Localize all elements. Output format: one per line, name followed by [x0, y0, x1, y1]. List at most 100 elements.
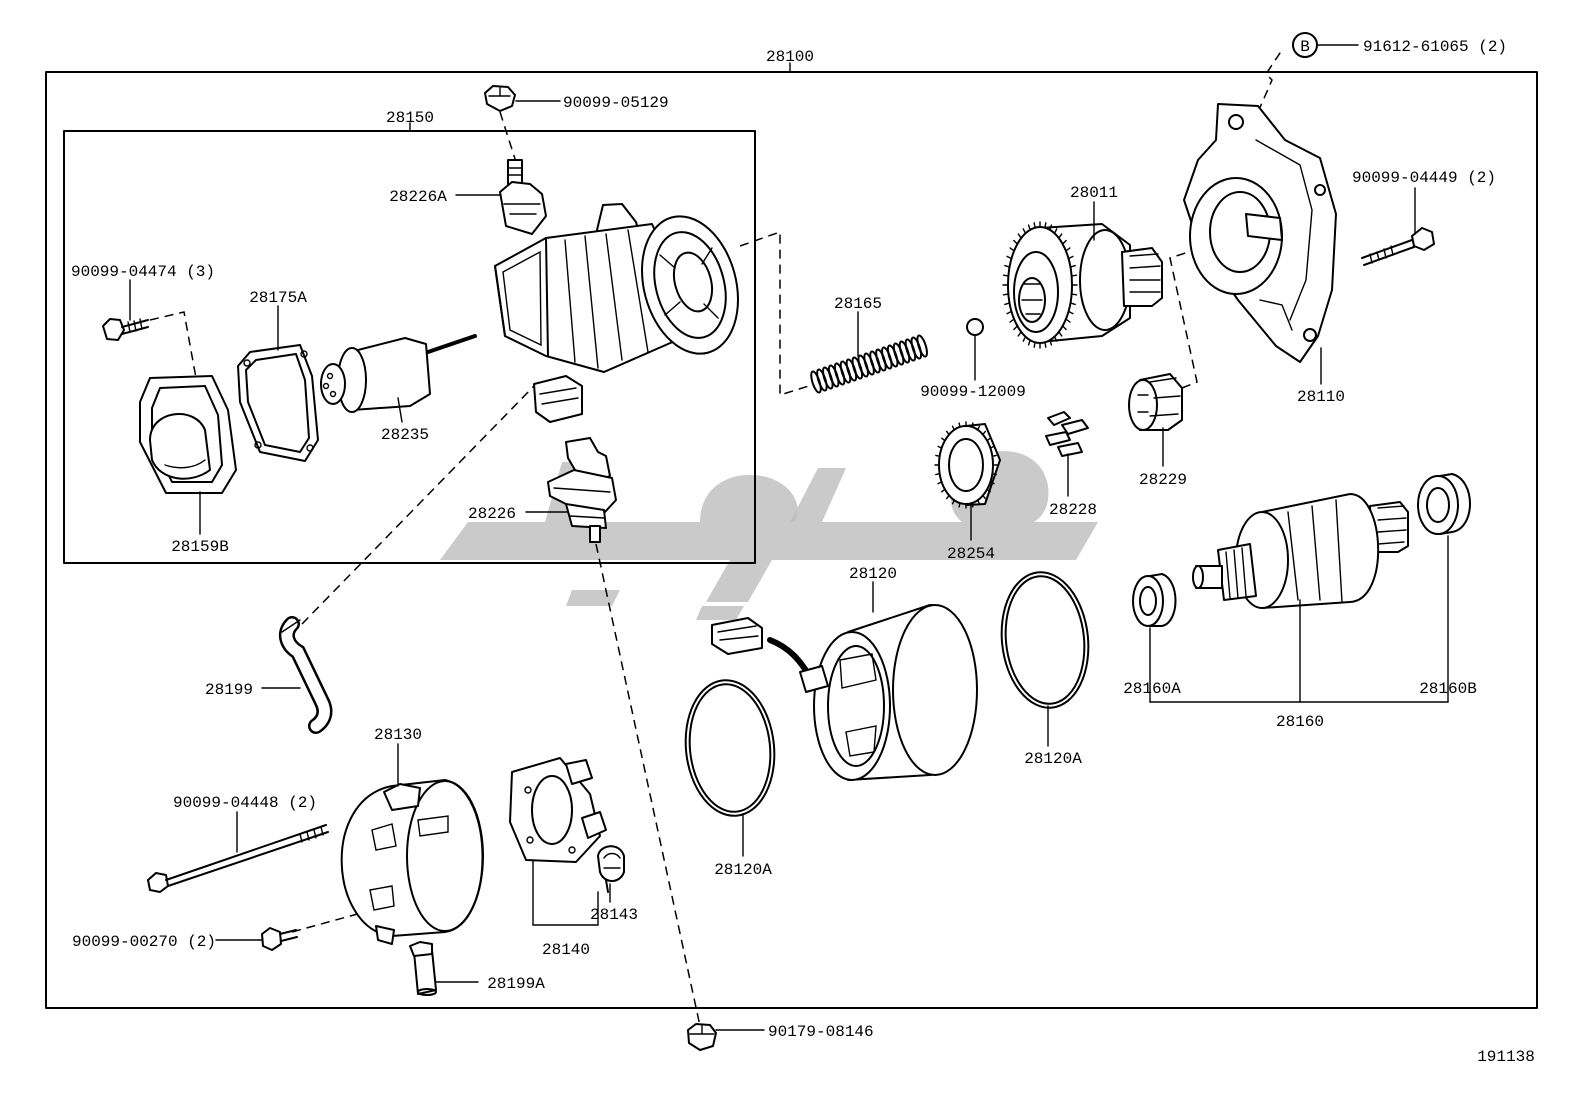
gear-tooth: [1070, 293, 1078, 296]
assembly-28100-frame: [45, 71, 1538, 1009]
label-28226A: 28226A: [389, 188, 447, 206]
gear-tooth: [1027, 224, 1031, 231]
gear-tooth: [937, 445, 943, 449]
gear-tooth: [986, 437, 991, 442]
gear-tooth: [1067, 310, 1074, 315]
label-28229: 28229: [1139, 471, 1187, 489]
gear-tooth: [1004, 302, 1011, 306]
spring-coil: [886, 344, 899, 368]
label-90099-04448: 90099-04448 (2): [173, 794, 317, 812]
gear-tooth: [1061, 325, 1067, 331]
solenoid-housing: [494, 203, 739, 423]
terminal-28226A: [499, 159, 547, 235]
o-ring-28120A-left: [684, 679, 776, 817]
gear-tooth: [1004, 264, 1011, 268]
gear-tooth: [1002, 293, 1010, 296]
gear-28254: [934, 421, 1001, 509]
spring-coil: [827, 364, 840, 388]
gear-tooth: [982, 494, 987, 500]
gear-tooth: [1033, 222, 1036, 229]
part-labels: 28100 91612-61065 (2) 90099-05129 28150 …: [71, 38, 1535, 1066]
label-28110: 28110: [1297, 388, 1345, 406]
gear-tooth: [1067, 255, 1074, 260]
o-ring-28120A-right: [1000, 571, 1090, 709]
gear-tooth: [1065, 318, 1071, 323]
gear-tooth: [1013, 325, 1019, 331]
gear-tooth: [991, 472, 997, 476]
leader-lines: [129, 44, 1449, 1031]
spring-coil: [916, 334, 928, 358]
gear-tooth: [1022, 335, 1027, 342]
gear-tooth: [989, 445, 995, 449]
spring-coil: [892, 342, 905, 366]
gear-tooth: [1017, 233, 1022, 239]
part-28199A: [409, 941, 437, 996]
spring-coil: [810, 370, 822, 394]
gear-tooth: [1069, 264, 1076, 268]
gear-tooth: [991, 454, 997, 458]
spring-coil: [863, 352, 875, 376]
gear-tooth: [937, 481, 943, 485]
spring-coil: [851, 356, 864, 380]
spring-coil: [910, 336, 923, 360]
gear-tooth: [971, 502, 974, 508]
gear-tooth: [941, 488, 946, 493]
gear-tooth: [1017, 331, 1022, 337]
spring-coil: [875, 348, 887, 372]
gear-tooth: [1049, 339, 1053, 346]
bolt-90099-04474: [102, 318, 149, 341]
figure-number: 191138: [1477, 1048, 1535, 1066]
gear-tooth: [1006, 255, 1013, 260]
watermark-logo: [440, 451, 1098, 620]
armature-28160: [1192, 493, 1409, 609]
label-28199: 28199: [205, 681, 253, 699]
label-28226: 28226: [468, 505, 516, 523]
bearing-28160B: [1417, 473, 1471, 535]
gear-tooth: [935, 472, 941, 476]
housing-28110: [1183, 103, 1337, 363]
label-28228: 28228: [1049, 501, 1097, 519]
gear-tooth: [971, 422, 974, 428]
ball-90099-12009: [966, 318, 984, 336]
gear-tooth: [1058, 233, 1063, 239]
nut-90179-08146: [687, 1023, 717, 1051]
spring-coil: [881, 346, 893, 370]
nut-90099-05129: [484, 85, 516, 112]
spring-coil: [833, 362, 846, 386]
gear-tooth: [1009, 318, 1015, 323]
spring-coil: [869, 350, 881, 374]
gear-tooth: [1006, 310, 1013, 315]
gear-tooth: [1070, 274, 1078, 277]
label-90099-05129: 90099-05129: [563, 94, 669, 112]
label-90099-04474: 90099-04474 (3): [71, 263, 215, 281]
gear-tooth: [977, 425, 981, 431]
tube-28199: [278, 616, 333, 734]
label-28140: 28140: [542, 941, 590, 959]
gear-tooth: [1049, 224, 1053, 231]
spring-coil: [822, 366, 834, 390]
gear-tooth: [935, 454, 941, 458]
plunger-28235: [320, 334, 477, 413]
spring-coil: [898, 340, 911, 364]
gear-tooth: [1009, 247, 1015, 252]
gear-tooth: [1022, 228, 1027, 235]
spring-coil: [845, 358, 858, 382]
label-90099-00270: 90099-00270 (2): [72, 933, 216, 951]
part-28229: [1128, 373, 1183, 431]
label-28235: 28235: [381, 426, 429, 444]
terminal-28226: [547, 437, 617, 543]
spring-coil: [904, 338, 917, 362]
plate-28159B: [139, 375, 237, 494]
label-28130: 28130: [374, 726, 422, 744]
gear-tooth: [1069, 302, 1076, 306]
label-28159B: 28159B: [171, 538, 229, 556]
label-28120A-left: 28120A: [714, 861, 772, 879]
clutch-28011: [1002, 221, 1163, 349]
dashed-assembly-lines: [149, 49, 1283, 1027]
spring-coil: [816, 368, 828, 392]
label-90099-12009: 90099-12009: [920, 383, 1026, 401]
label-91612-61065: 91612-61065 (2): [1363, 38, 1507, 56]
label-28160A: 28160A: [1123, 680, 1181, 698]
spring-28165: [810, 334, 928, 394]
